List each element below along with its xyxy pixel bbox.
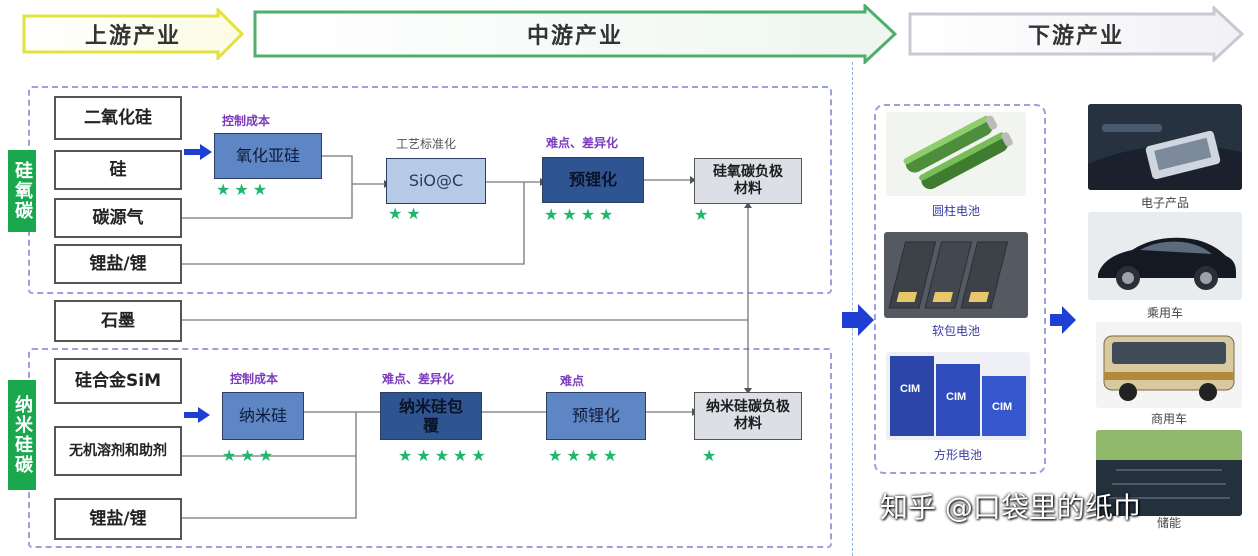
product-silicon-oxygen-anode: 硅氧碳负极材料 — [694, 158, 802, 204]
cylindrical-battery-icon — [886, 112, 1026, 196]
raw-material-silicon: 硅 — [54, 150, 182, 190]
application-caption-car: 乘用车 — [1146, 306, 1183, 320]
silicon-oxygen-group-label: 硅氧碳 — [8, 150, 36, 232]
midstream-stage-banner: 中游产业 — [253, 4, 897, 64]
step-note-difficulty-differentiation: 难点、差异化 — [546, 136, 619, 150]
nano-silicon-group-label: 纳米硅碳 — [8, 380, 36, 490]
battery-logo-cim-3: CIM — [992, 401, 1012, 413]
electronics-icon — [1088, 104, 1242, 190]
step-note-process-standardization: 工艺标准化 — [396, 137, 457, 151]
rating-prelithiation-2: ★★★★ — [548, 446, 622, 465]
downstream-stage-banner: 下游产业 — [908, 6, 1244, 62]
raw-material-silicon-alloy: 硅合金SiM — [54, 358, 182, 404]
step-note-cost-control-2: 控制成本 — [230, 372, 279, 386]
battery-caption-pouch: 软包电池 — [931, 324, 980, 338]
step-note-cost-control: 控制成本 — [222, 114, 271, 128]
application-caption-bus: 商用车 — [1150, 412, 1187, 426]
process-nano-silicon: 纳米硅 — [222, 392, 304, 440]
process-prelithiation-1: 预锂化 — [542, 157, 644, 203]
upstream-stage-banner: 上游产业 — [22, 8, 244, 60]
rating-nano-silicon-anode: ★ — [702, 446, 721, 465]
rating-nano-silicon: ★★★ — [222, 446, 278, 465]
raw-material-inorganic-solvent: 无机溶剂和助剂 — [54, 426, 182, 476]
process-silicon-monoxide: 氧化亚硅 — [214, 133, 322, 179]
pouch-battery-icon — [884, 232, 1028, 318]
battery-logo-cim-1: CIM — [900, 383, 920, 395]
downstream-stage-label: 下游产业 — [1027, 24, 1124, 49]
step-note-difficulty-differentiation-2: 难点、差异化 — [382, 372, 455, 386]
stage-divider — [852, 62, 853, 556]
raw-material-carbon-source-gas: 碳源气 — [54, 198, 182, 238]
raw-material-lithium-salt-2: 锂盐/锂 — [54, 498, 182, 540]
rating-sio-c: ★★ — [388, 204, 425, 223]
rating-silicon-oxygen-anode: ★ — [694, 205, 713, 224]
raw-material-graphite: 石墨 — [54, 300, 182, 342]
battery-caption-prismatic: 方形电池 — [933, 448, 982, 462]
application-caption-electronics: 电子产品 — [1140, 196, 1189, 210]
process-prelithiation-2: 预锂化 — [546, 392, 646, 440]
rating-nano-silicon-coating: ★★★★★ — [398, 446, 490, 465]
bus-icon — [1096, 322, 1242, 408]
upstream-stage-label: 上游产业 — [84, 24, 181, 49]
battery-logo-cim-2: CIM — [946, 391, 966, 403]
watermark: 知乎 @口袋里的纸巾 — [880, 491, 1141, 524]
raw-material-lithium-salt: 锂盐/锂 — [54, 244, 182, 284]
process-nano-silicon-coating: 纳米硅包覆 — [380, 392, 482, 440]
product-nano-silicon-anode: 纳米硅碳负极材料 — [694, 392, 802, 440]
application-caption-energy-storage: 储能 — [1156, 516, 1181, 530]
battery-caption-cylindrical: 圆柱电池 — [931, 204, 980, 218]
raw-material-silica: 二氧化硅 — [54, 96, 182, 140]
process-sio-c: SiO@C — [386, 158, 486, 204]
midstream-stage-label: 中游产业 — [526, 24, 623, 49]
rating-silicon-monoxide: ★★★ — [216, 180, 272, 199]
prismatic-battery-icon: CIM CIM CIM — [886, 352, 1030, 440]
rating-prelithiation-1: ★★★★ — [544, 205, 618, 224]
energy-storage-icon — [1096, 430, 1242, 516]
battery-group-box — [874, 104, 1046, 474]
car-icon — [1088, 212, 1242, 300]
step-note-difficulty: 难点 — [560, 374, 585, 388]
